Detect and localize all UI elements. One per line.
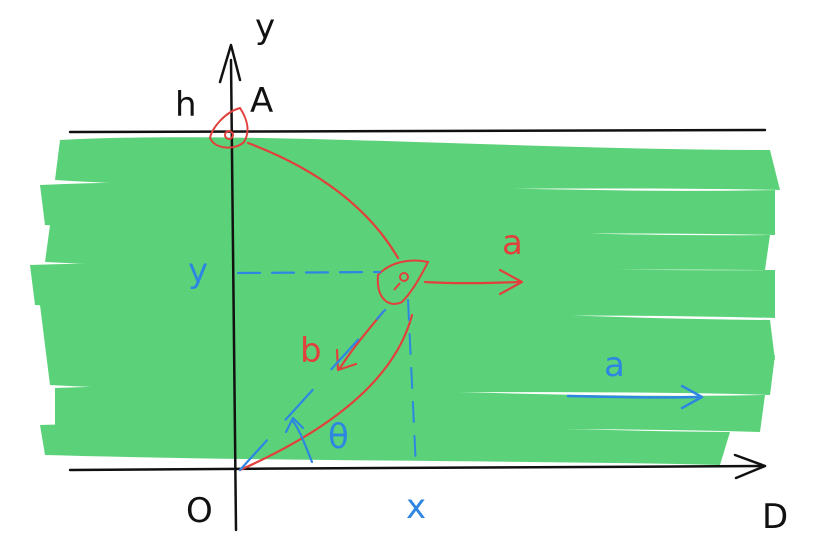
origin-label: O xyxy=(186,491,213,531)
theta-arrowhead xyxy=(284,416,305,434)
y-axis-line xyxy=(229,58,238,532)
theta-label: θ xyxy=(328,417,349,457)
b-label: b xyxy=(300,331,322,371)
river-velocity-arrowhead xyxy=(680,384,704,410)
river-stroke xyxy=(55,137,780,190)
river-stroke xyxy=(45,222,770,271)
h-label: h xyxy=(175,85,197,125)
river-stroke xyxy=(40,422,730,465)
vector-b-arrowhead xyxy=(335,348,358,372)
y-level-dashed-line xyxy=(236,270,382,275)
boat-velocity-arrowhead xyxy=(498,268,524,296)
theta-arc xyxy=(290,418,314,464)
river-band xyxy=(30,137,780,465)
y-axis-arrowhead xyxy=(218,43,242,84)
D-label: D xyxy=(762,497,789,537)
x-drop-dashed-line xyxy=(407,299,417,469)
x-axis-line xyxy=(68,464,767,472)
river-velocity-label: a xyxy=(604,345,625,385)
boat-start-icon xyxy=(208,106,249,149)
boat-middle-icon xyxy=(376,259,430,305)
river-stroke xyxy=(45,343,775,395)
boat-trajectory-upper xyxy=(246,141,400,260)
top-bank-line xyxy=(68,128,767,134)
y-axis-label: y xyxy=(255,7,276,47)
boat-velocity-arrow xyxy=(423,280,522,285)
A-label: A xyxy=(250,81,274,121)
boat-trajectory-lower xyxy=(238,313,414,472)
river-stroke xyxy=(40,182,775,235)
y-level-label: y xyxy=(188,251,209,291)
x-axis-arrowhead xyxy=(733,453,767,480)
line-of-sight-dashed-line xyxy=(238,308,387,472)
x-label: x xyxy=(406,487,427,527)
river-velocity-arrow xyxy=(566,394,702,399)
boat-velocity-label: a xyxy=(502,223,523,263)
